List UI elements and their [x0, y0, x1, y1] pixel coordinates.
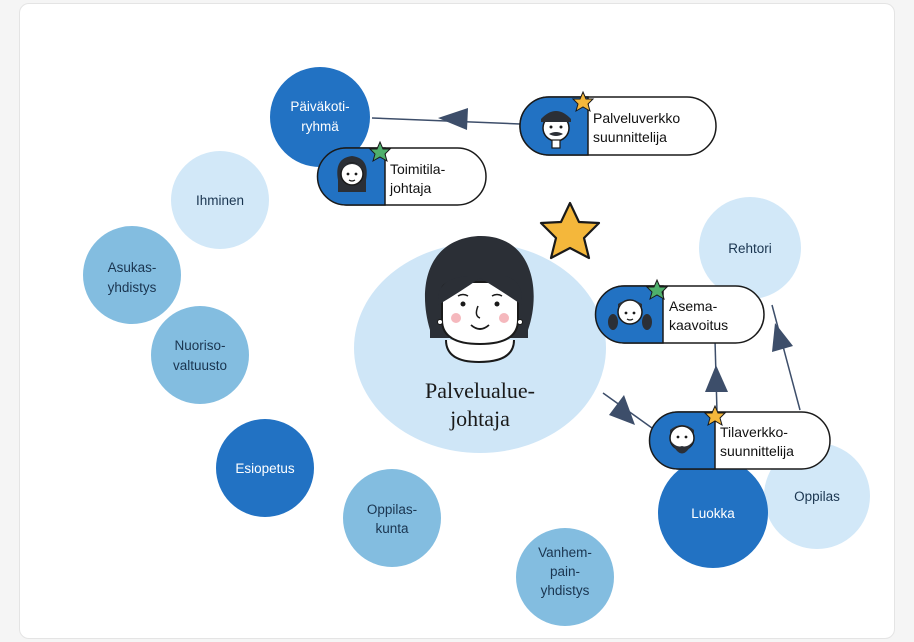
bubble-vanhempain[interactable]: Vanhem-pain-yhdistys: [516, 528, 614, 626]
connector-tilaverkko-rehtori: [771, 304, 801, 411]
center-node[interactable]: Palvelualue-johtaja: [354, 201, 606, 453]
bubble-label-line: Päiväkoti-: [290, 99, 349, 114]
bubble-label-line: pain-: [550, 564, 580, 579]
arrow-head-asema: [705, 365, 728, 392]
star-gold-icon: [703, 404, 727, 427]
svg-text:Palvelualue-johtaja: Palvelualue-johtaja: [425, 378, 535, 431]
svg-text:Vanhem-pain-yhdistys: Vanhem-pain-yhdistys: [538, 545, 592, 598]
pill-label-line: suunnittelija: [720, 443, 794, 459]
bubble-oppilaskunta[interactable]: Oppilas-kunta: [343, 469, 441, 567]
bubble-label-line: yhdistys: [108, 280, 157, 295]
svg-text:Nuoriso-valtuusto: Nuoriso-valtuusto: [173, 338, 227, 373]
bubble-label-line: Nuoriso-: [174, 338, 225, 353]
bubble-label-line: Ihminen: [196, 193, 244, 208]
bubble-label-line: Oppilas: [794, 489, 840, 504]
bubble-label-line: kunta: [375, 521, 409, 536]
bubble-label-line: Oppilas-: [367, 502, 417, 517]
svg-text:Oppilas-kunta: Oppilas-kunta: [367, 502, 417, 536]
svg-text:Toimitila-johtaja: Toimitila-johtaja: [389, 161, 446, 196]
bearded-man-avatar-icon: [669, 425, 695, 454]
pill-label-line: suunnittelija: [593, 129, 667, 145]
bubble-paivakoti[interactable]: Päiväkoti-ryhmä: [270, 67, 370, 167]
pill-label-line: Asema-: [669, 298, 718, 314]
star-green-icon: [645, 278, 669, 301]
pill-label-line: Palveluverkko: [593, 110, 680, 126]
pill-label-line: Tilaverkko-: [720, 424, 788, 440]
svg-text:Luokka: Luokka: [691, 506, 735, 521]
connectors: [371, 108, 801, 429]
center-label-line: Palvelualue-: [425, 378, 535, 403]
arrow-head-rehtori: [772, 323, 793, 352]
bubble-label-line: yhdistys: [541, 583, 590, 598]
svg-text:Oppilas: Oppilas: [794, 489, 840, 504]
bubble-label-line: Asukas-: [108, 260, 157, 275]
pill-toimitila[interactable]: Toimitila-johtaja: [316, 140, 487, 206]
svg-text:Tilaverkko-suunnittelija: Tilaverkko-suunnittelija: [720, 424, 794, 459]
pill-palveluverkko[interactable]: Palveluverkko suunnittelija: [519, 90, 717, 156]
woman-avatar-icon: [337, 156, 367, 192]
star-green-icon: [368, 140, 392, 163]
svg-text:Rehtori: Rehtori: [728, 241, 772, 256]
bubble-luokka[interactable]: Luokka: [658, 458, 768, 568]
svg-text:Esiopetus: Esiopetus: [235, 461, 295, 476]
star-gold-icon: [571, 90, 595, 113]
pill-tilaverkko[interactable]: Tilaverkko-suunnittelija: [648, 404, 831, 470]
center-avatar: [424, 235, 534, 364]
bubble-label-line: valtuusto: [173, 358, 227, 373]
center-label-line: johtaja: [449, 406, 510, 431]
pill-label-line: johtaja: [389, 180, 431, 196]
bubble-label-line: Rehtori: [728, 241, 772, 256]
bubble-asukas[interactable]: Asukas-yhdistys: [83, 226, 181, 324]
bubble-ihminen[interactable]: Ihminen: [171, 151, 269, 249]
svg-text:Päiväkoti-ryhmä: Päiväkoti-ryhmä: [290, 99, 349, 134]
svg-text:Asema-kaavoitus: Asema-kaavoitus: [669, 298, 728, 333]
bubble-rehtori[interactable]: Rehtori: [699, 197, 801, 299]
arrow-head-paivakoti: [438, 108, 468, 130]
pill-label-line: kaavoitus: [669, 317, 728, 333]
svg-text:Asukas-yhdistys: Asukas-yhdistys: [108, 260, 157, 295]
center-star-icon: [539, 201, 601, 260]
bubble-label-line: ryhmä: [301, 119, 339, 134]
svg-text:Ihminen: Ihminen: [196, 193, 244, 208]
bubble-nuoriso[interactable]: Nuoriso-valtuusto: [151, 306, 249, 404]
pill-label-line: Toimitila-: [390, 161, 446, 177]
woman-pigtails-avatar-icon: [608, 299, 652, 330]
bubble-label-line: Vanhem-: [538, 545, 592, 560]
arrow-head-tilaverkko: [609, 395, 635, 425]
bubble-label-line: Luokka: [691, 506, 735, 521]
pill-asema[interactable]: Asema-kaavoitus: [594, 278, 765, 344]
bubble-esiopetus[interactable]: Esiopetus: [216, 419, 314, 517]
bubble-label-line: Esiopetus: [235, 461, 295, 476]
mustache-man-avatar-icon: [541, 111, 571, 149]
